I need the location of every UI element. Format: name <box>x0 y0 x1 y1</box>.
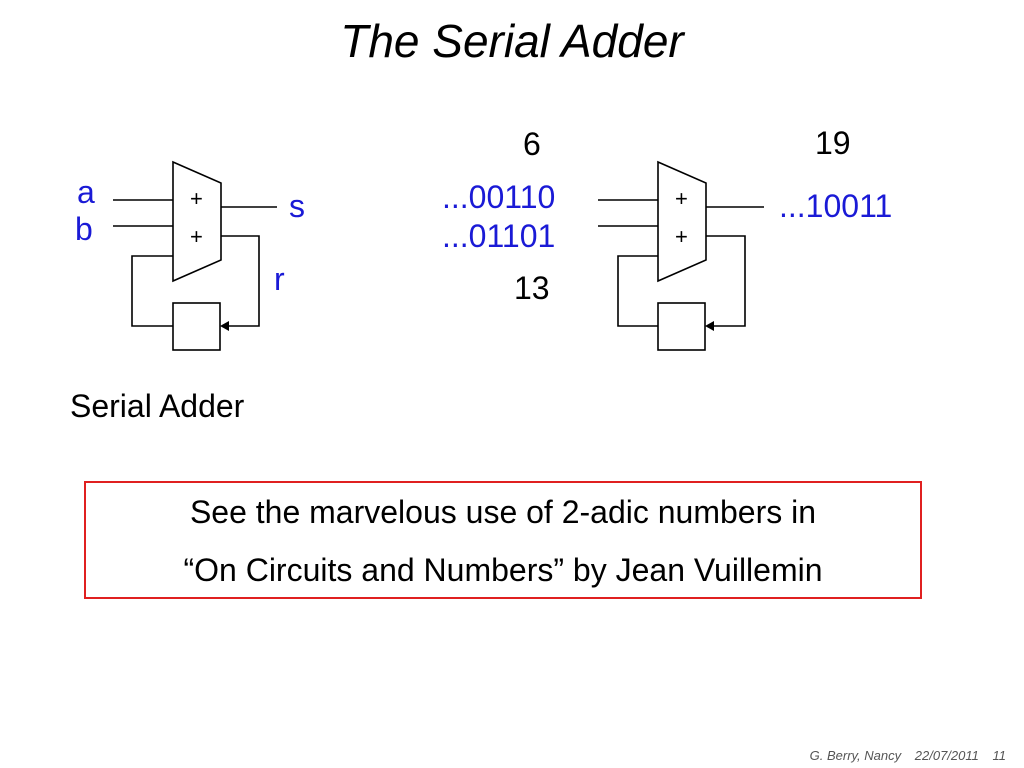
bits-a: ...00110 <box>442 179 556 215</box>
decimal-a: 6 <box>523 126 541 162</box>
left-adder-block <box>172 160 222 283</box>
label-carry-r: r <box>274 261 285 297</box>
slide-title: The Serial Adder <box>340 15 684 67</box>
label-input-a: a <box>77 174 95 210</box>
slide-footer: G. Berry, Nancy 22/07/2011 11 <box>800 748 1006 763</box>
reference-note-box: See the marvelous use of 2-adic numbers … <box>84 481 922 599</box>
right-plus-bottom: + <box>675 224 688 249</box>
left-register-arrow <box>220 321 229 331</box>
left-plus-bottom: + <box>190 224 203 249</box>
footer-date: 22/07/2011 <box>914 748 979 763</box>
bits-sum: ...10011 <box>779 188 893 224</box>
note-line-2: “On Circuits and Numbers” by Jean Vuille… <box>183 552 823 588</box>
left-carry-in-wire <box>131 255 173 327</box>
right-register <box>657 302 706 351</box>
left-plus-top: + <box>190 186 203 211</box>
footer-page-number: 11 <box>992 748 1007 763</box>
decimal-b: 13 <box>514 270 550 306</box>
left-carry-out-wire <box>221 235 260 327</box>
footer-author: G. Berry, Nancy <box>809 748 902 763</box>
label-output-s: s <box>289 188 305 224</box>
note-line-1: See the marvelous use of 2-adic numbers … <box>189 494 817 530</box>
right-register-arrow <box>705 321 714 331</box>
serial-adder-caption: Serial Adder <box>70 388 245 424</box>
label-input-b: b <box>75 211 93 247</box>
decimal-sum: 19 <box>815 125 851 161</box>
right-plus-top: + <box>675 186 688 211</box>
right-adder-block <box>657 160 707 283</box>
right-carry-in-wire <box>617 255 658 327</box>
right-carry-out-wire <box>706 235 746 327</box>
bits-b: ...01101 <box>442 218 556 254</box>
